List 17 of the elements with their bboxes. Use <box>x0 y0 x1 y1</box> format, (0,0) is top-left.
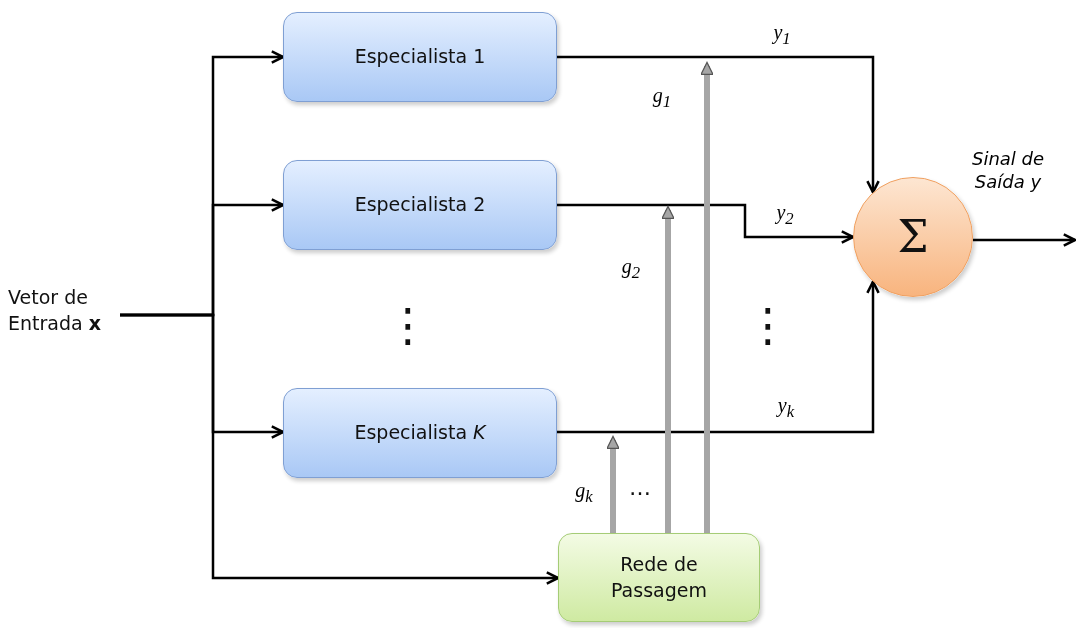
expert-box: Especialista 2 <box>283 160 557 250</box>
arrow <box>972 233 1077 247</box>
ellipsis-dots: ⋮ <box>745 302 791 348</box>
arrow <box>557 280 880 434</box>
arrow <box>557 203 855 244</box>
ellipsis-dots: … <box>629 477 651 499</box>
input-label: Vetor de Entrada x <box>8 285 102 336</box>
sum-circle: Σ <box>853 177 973 297</box>
arrow <box>557 55 880 194</box>
ellipsis-dots: ⋮ <box>385 302 431 348</box>
arrow <box>700 61 714 533</box>
arrow <box>661 205 675 533</box>
gating-network-box: Rede de Passagem <box>558 533 760 622</box>
expert-box: Especialista 1 <box>283 12 557 102</box>
arrow <box>606 435 620 533</box>
expert-box: Especialista K <box>283 388 557 478</box>
arrow <box>120 313 560 585</box>
